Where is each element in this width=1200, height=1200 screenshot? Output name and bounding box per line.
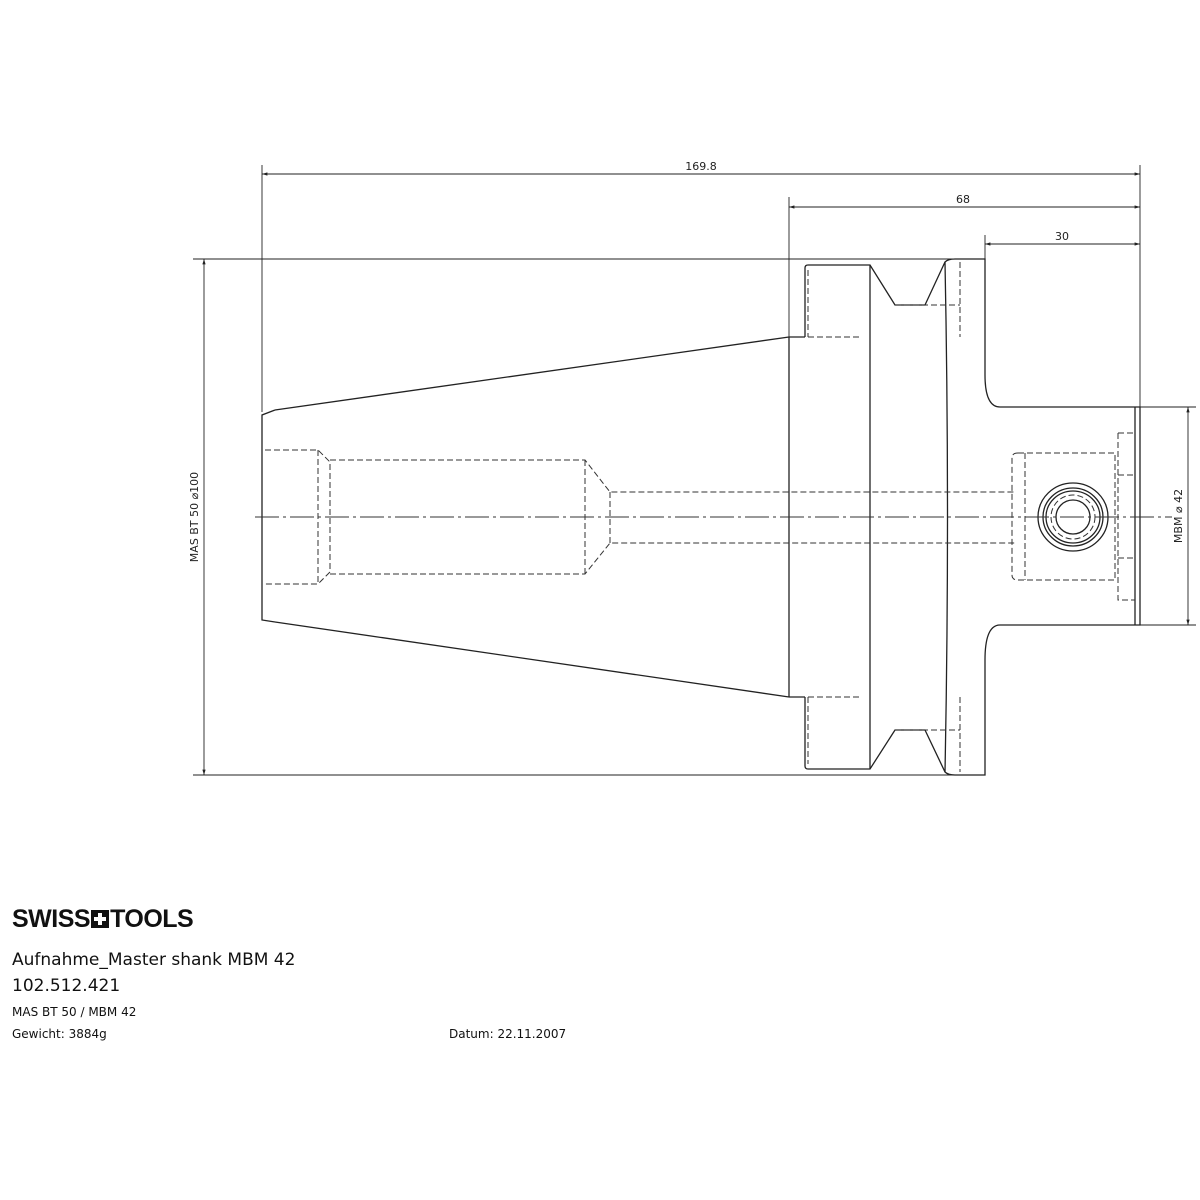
drawing-title: Aufnahme_Master shank MBM 42	[12, 950, 296, 970]
dim-flange-to-end: 68	[956, 193, 970, 206]
logo-text-right: TOOLS	[110, 905, 194, 933]
spec-text: MAS BT 50 / MBM 42	[12, 1005, 137, 1019]
date-text: Datum: 22.11.2007	[449, 1027, 567, 1041]
dim-overall-length: 169.8	[685, 160, 717, 173]
dim-shank-diameter: MBM ⌀ 42	[1172, 489, 1185, 543]
dim-shank-length: 30	[1055, 230, 1069, 243]
part-number: 102.512.421	[12, 976, 121, 996]
dim-taper-diameter: MAS BT 50 ⌀100	[188, 472, 201, 562]
logo-text-left: SWISS	[12, 905, 91, 933]
dimension-lines	[202, 172, 1190, 775]
technical-drawing: 169.8 68 30 MAS BT 50 ⌀100 MBM ⌀ 42	[188, 160, 1196, 776]
brand-logo: SWISS TOOLS	[12, 905, 194, 934]
weight-text: Gewicht: 3884g	[12, 1027, 107, 1041]
swiss-cross-icon	[91, 910, 110, 928]
hidden-lines	[265, 262, 1135, 772]
extension-lines	[193, 165, 1196, 776]
